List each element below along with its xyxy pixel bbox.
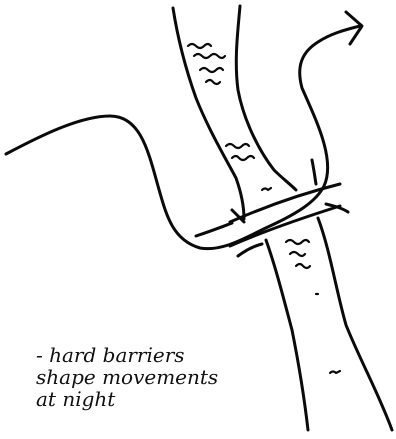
river-left-bank-upper bbox=[173, 8, 244, 219]
bridge-end-left bbox=[238, 244, 262, 256]
annotation-line-2: shape movements bbox=[36, 366, 336, 388]
bridge-post-right bbox=[312, 160, 316, 184]
annotation-line-1: - hard barriers bbox=[36, 344, 336, 366]
annotation-note: - hard barriers shape movements at night bbox=[36, 344, 336, 410]
bridge-rail-left bbox=[196, 223, 232, 236]
river-right-bank-upper bbox=[236, 6, 296, 190]
annotation-line-3: at night bbox=[36, 388, 336, 410]
